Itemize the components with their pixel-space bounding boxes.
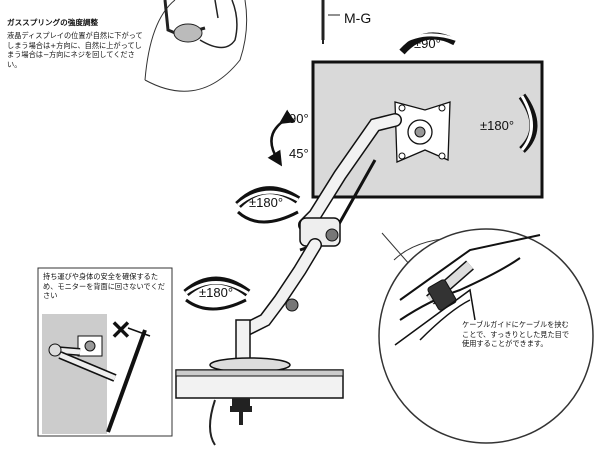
monitor (311, 60, 544, 199)
monitor-arm (175, 113, 402, 446)
tilt-down-label: 45° (289, 146, 309, 161)
top-rotation-label: ±90° (414, 36, 441, 51)
gas-spring-note-body: 液晶ディスプレイの位置が自然に下がってしまう場合は+方向に、自然に上がってしまう… (7, 31, 143, 70)
allen-key-tool (321, 0, 340, 44)
screen-rotation-label: ±180° (480, 118, 515, 133)
screen-rotation-arrow (518, 93, 538, 153)
gas-spring-detail-circle (144, 0, 248, 92)
tilt-arrow (267, 109, 296, 167)
cable-guide-detail-circle (378, 228, 594, 444)
tilt-up-label: 90° (289, 111, 309, 126)
gas-spring-note-title: ガススプリングの強度調整 (7, 18, 99, 27)
cable-guide-note: ケーブルガイドにケーブルを挟むことで、すっきりとした見た目で使用することができま… (462, 320, 570, 349)
tool-label: M-G (344, 10, 372, 26)
prohibited-icon: ✕ (110, 315, 132, 345)
lower-joint-rotation-arrow (183, 276, 251, 311)
upper-joint-rotation-arrow (235, 186, 301, 224)
safety-warning-box (37, 267, 173, 437)
lower-joint-rotation-label: ±180° (199, 285, 234, 300)
top-rotation-arrow (399, 32, 459, 55)
upper-joint-rotation-label: ±180° (249, 195, 284, 210)
safety-note: 持ち運びや身体の安全を確保するため、モニターを背面に回さないでください (43, 272, 165, 301)
